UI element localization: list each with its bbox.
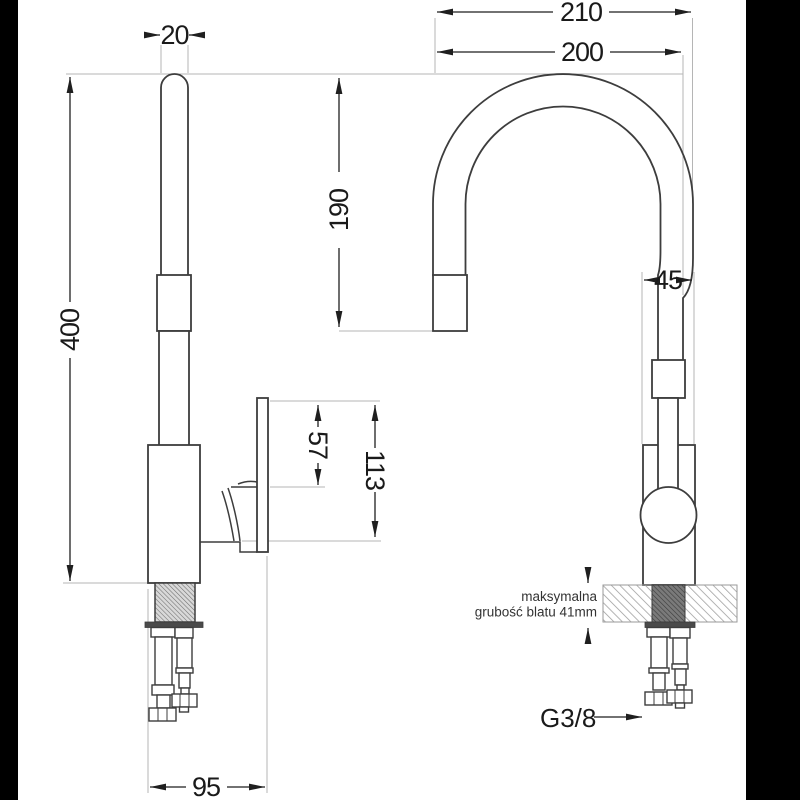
handle-lever-front xyxy=(657,397,679,491)
cartridge-housing-side xyxy=(200,480,258,553)
dimension-lines xyxy=(66,8,692,791)
dim-label-base-depth: 95 xyxy=(192,772,220,800)
drawing-background xyxy=(18,0,746,800)
spout-collar-side xyxy=(156,274,192,332)
cartridge-cap-front xyxy=(639,486,698,544)
dim-label-body-width: 45 xyxy=(654,265,682,295)
handle-lever-side xyxy=(256,397,269,553)
counter-note-line2: grubość blatu 41mm xyxy=(475,605,597,620)
dim-label-total-height: 400 xyxy=(55,309,85,351)
shank-through-counter xyxy=(651,584,686,623)
spout-arch-outer xyxy=(432,73,694,360)
thread-size-label: G3/8 xyxy=(540,703,596,733)
riser-tube-side xyxy=(158,330,190,447)
front-view xyxy=(432,73,738,709)
spout-tube-side xyxy=(160,73,189,277)
dim-label-spout-height: 190 xyxy=(324,189,354,231)
mounting-flange-side xyxy=(144,621,204,628)
body-side xyxy=(147,444,201,584)
mounting-hardware-side xyxy=(148,626,198,722)
mounting-hardware-front xyxy=(644,626,693,709)
counter-note-line1: maksymalna xyxy=(521,589,597,604)
letterbox-left xyxy=(0,0,18,800)
side-view xyxy=(144,73,269,722)
threaded-shank-side xyxy=(154,582,196,623)
spout-arch-inner xyxy=(464,105,662,360)
countertop-section xyxy=(602,584,738,623)
neck-collar-front xyxy=(651,359,686,399)
dim-label-spout-outlet-width: 20 xyxy=(160,20,188,50)
letterbox-right xyxy=(746,0,800,800)
mounting-flange-front xyxy=(644,621,696,628)
dim-label-handle-height: 57 xyxy=(303,431,333,459)
dim-label-body-height: 113 xyxy=(360,450,390,490)
dim-label-spout-reach: 200 xyxy=(561,37,603,67)
spout-outlet-front xyxy=(432,274,468,332)
dim-label-overall-width: 210 xyxy=(560,0,602,27)
